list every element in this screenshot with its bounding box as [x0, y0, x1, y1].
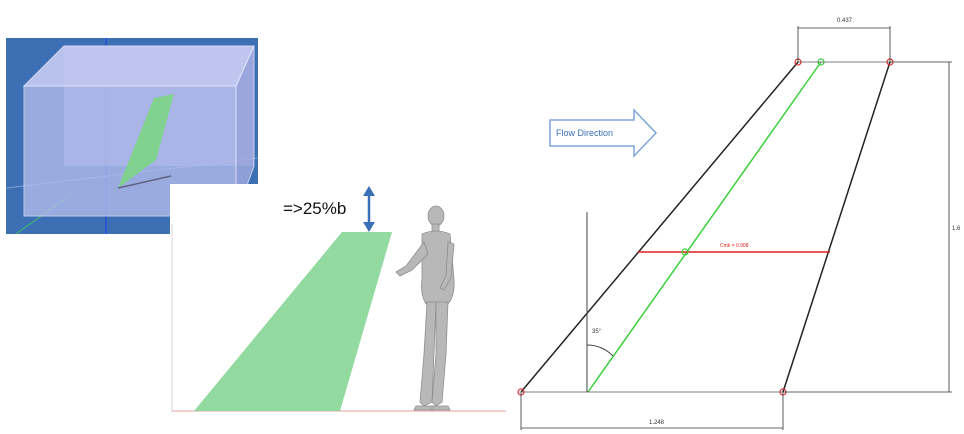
top-dimension-label: 0.437 — [837, 18, 853, 24]
clearance-arrow-top — [363, 186, 375, 196]
human-scale-panel: =>25%b — [170, 184, 508, 416]
clearance-label: =>25%b — [283, 199, 346, 218]
wing-trapezoid — [194, 232, 392, 411]
box-top-face — [22, 45, 255, 87]
trailing-edge — [782, 61, 891, 393]
sweep-angle-label: 35° — [592, 329, 602, 335]
bottom-dimension-label: 1.248 — [649, 420, 665, 426]
quarter-chord-line — [587, 61, 822, 393]
chord-label: Cmk = 0.908 — [720, 243, 749, 249]
cad-wing-drawing: Flow Direction 35° Cmk = 0.908 0.437 — [512, 0, 964, 434]
chord-intersection-point — [681, 248, 689, 256]
height-dimension-label: 1.6 — [952, 226, 961, 232]
sweep-angle-arc — [586, 344, 614, 357]
standing-person-icon — [395, 205, 455, 411]
clearance-arrow-bottom — [363, 222, 375, 232]
wing-shape — [118, 94, 174, 188]
flow-direction-label: Flow Direction — [556, 128, 613, 138]
wing-root-shadow — [117, 175, 172, 189]
box-side-face — [235, 45, 255, 217]
flow-direction-arrow — [549, 108, 658, 158]
leading-edge — [520, 61, 799, 393]
